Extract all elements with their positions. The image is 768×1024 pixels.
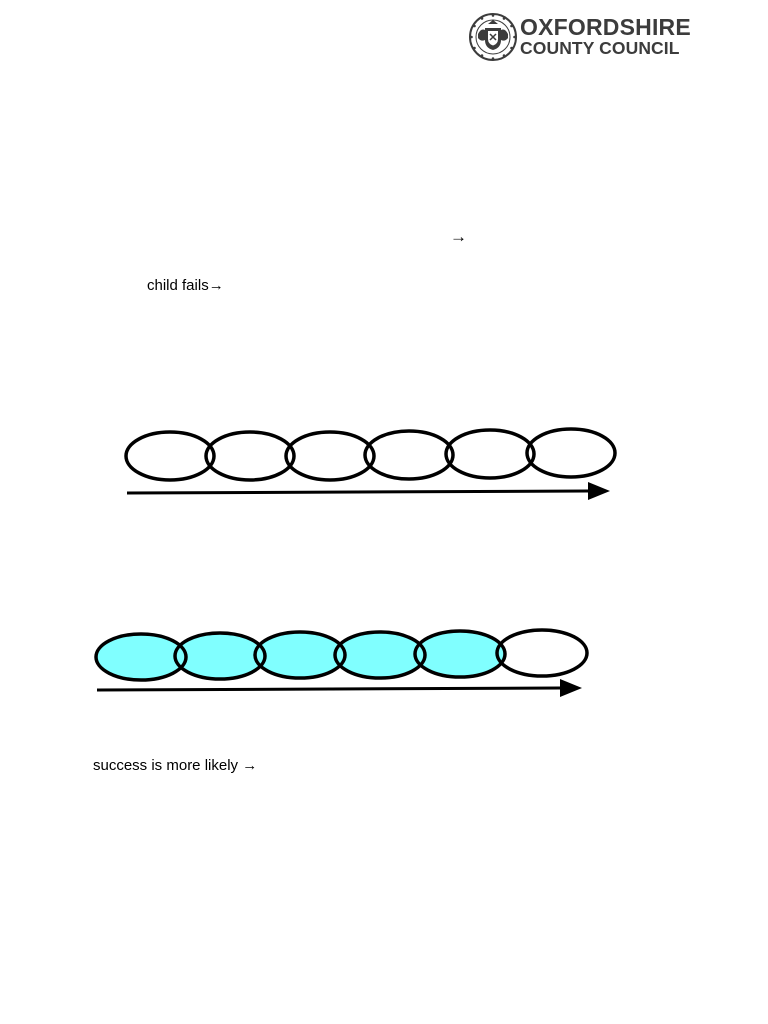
chain-link: [525, 427, 617, 479]
chain-link-fill: [175, 633, 265, 679]
child-fails-text: child fails→: [147, 277, 224, 294]
chain-link: [204, 430, 296, 482]
chain-link-filled: [413, 629, 507, 679]
chain-link-fill: [415, 631, 505, 677]
chain-link: [363, 429, 455, 481]
chain-link-filled: [333, 630, 427, 680]
chain-link-filled: [94, 632, 188, 682]
logo-subtitle: COUNTY COUNCIL: [520, 38, 680, 58]
progress-arrow-line: [126, 489, 589, 495]
chain-link-filled: [253, 630, 347, 680]
chain-link: [444, 428, 536, 480]
chain-link-fill: [96, 634, 186, 680]
logo-title: OXFORDSHIRE: [520, 14, 691, 40]
success-text: success is more likely →: [93, 757, 258, 774]
chain-link: [284, 430, 376, 482]
arrow-text: →: [450, 227, 467, 246]
arrow-head-icon: [588, 482, 610, 500]
chain-link: [124, 430, 216, 482]
chain-link-filled: [173, 631, 267, 681]
progress-arrow-line: [96, 686, 561, 692]
arrow-head-icon: [560, 679, 582, 697]
oxfordshire-logo: OXFORDSHIRE COUNTY COUNCIL: [468, 12, 698, 62]
county-crest-icon: [469, 13, 517, 61]
chain-link-fill: [255, 632, 345, 678]
chain-link-fill: [335, 632, 425, 678]
chain-link: [495, 628, 589, 678]
